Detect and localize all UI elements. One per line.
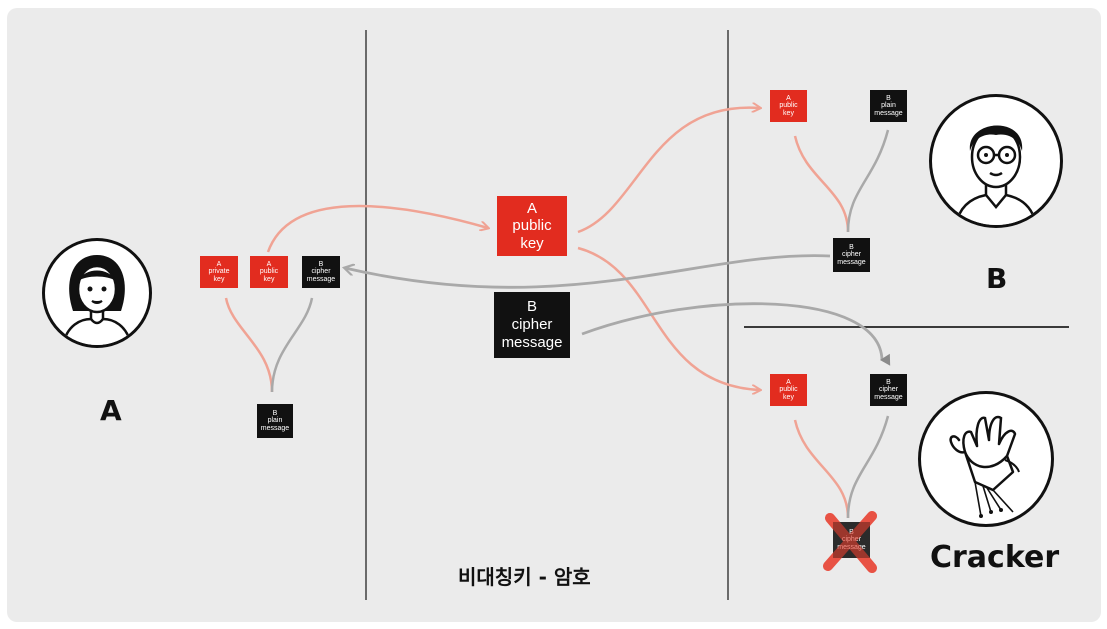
box-line: plain <box>268 417 283 424</box>
arrow-center-cipher-to-cracker <box>582 304 882 360</box>
cracker-avatar <box>918 391 1054 527</box>
box-line: message <box>874 394 902 401</box>
box-line: B <box>886 379 891 386</box>
woman-avatar-icon <box>45 241 149 345</box>
arrow-cracker-cipher-to-result <box>848 416 888 518</box>
box-line: key <box>783 110 794 117</box>
a-received-cipher-box: B cipher message <box>302 256 340 288</box>
box-line: cipher <box>879 386 898 393</box>
box-line: message <box>874 110 902 117</box>
a-private-key-box: A private key <box>200 256 238 288</box>
box-line: key <box>214 276 225 283</box>
arrow-b-plain-to-cipher <box>848 130 888 232</box>
cracker-failed-result-box: B cipher message <box>833 522 870 558</box>
box-line: B <box>886 95 891 102</box>
box-line: message <box>837 544 865 551</box>
arrow-b-public-to-cipher <box>795 136 848 232</box>
center-cipher-message-box: B cipher message <box>494 292 570 358</box>
box-line: public <box>512 217 551 234</box>
arrow-b-cipher-to-a <box>345 256 830 288</box>
box-line: public <box>260 268 278 275</box>
box-line: B <box>849 529 854 536</box>
box-line: A <box>217 261 222 268</box>
box-line: key <box>264 276 275 283</box>
box-line: public <box>779 102 797 109</box>
box-line: B <box>273 410 278 417</box>
arrow-cracker-public-to-result <box>795 420 848 518</box>
cracker-name: Cracker <box>930 540 1059 575</box>
arrow-center-to-cracker <box>578 248 760 390</box>
box-line: key <box>520 235 543 252</box>
cracker-public-key-box: A public key <box>770 374 807 406</box>
box-line: message <box>837 259 865 266</box>
person-b-avatar <box>929 94 1063 228</box>
diagram-title: 비대칭키 - 암호 <box>458 561 591 590</box>
box-line: B <box>527 298 537 316</box>
person-a-avatar <box>42 238 152 348</box>
person-b-name: B <box>986 262 1007 295</box>
b-plain-message-box: B plain message <box>870 90 907 122</box>
box-line: cipher <box>311 268 330 275</box>
box-line: cipher <box>842 536 861 543</box>
box-line: A <box>786 379 791 386</box>
robot-hand-icon <box>921 394 1051 524</box>
arrow-a-private-to-plain <box>226 298 272 392</box>
box-line: private <box>208 268 229 275</box>
box-line: A <box>786 95 791 102</box>
center-public-key-box: A public key <box>497 196 567 256</box>
box-line: cipher <box>842 251 861 258</box>
a-public-key-small-box: A public key <box>250 256 288 288</box>
arrow-a-cipher-to-plain <box>272 298 312 392</box>
box-line: A <box>267 261 272 268</box>
box-line: plain <box>881 102 896 109</box>
box-line: message <box>502 334 563 352</box>
box-line: B <box>849 244 854 251</box>
box-line: message <box>261 425 289 432</box>
box-line: key <box>783 394 794 401</box>
box-line: public <box>779 386 797 393</box>
a-decrypted-plain-box: B plain message <box>257 404 293 438</box>
box-line: message <box>307 276 335 283</box>
box-line: cipher <box>512 316 553 334</box>
b-public-key-box: A public key <box>770 90 807 122</box>
man-with-glasses-avatar-icon <box>932 97 1060 225</box>
arrow-center-to-b <box>578 108 760 232</box>
arrow-a-public-to-center <box>268 206 488 252</box>
b-encrypted-cipher-box: B cipher message <box>833 238 870 272</box>
person-a-name: A <box>100 394 122 427</box>
box-line: B <box>319 261 324 268</box>
box-line: A <box>527 200 537 217</box>
cracker-cipher-box: B cipher message <box>870 374 907 406</box>
